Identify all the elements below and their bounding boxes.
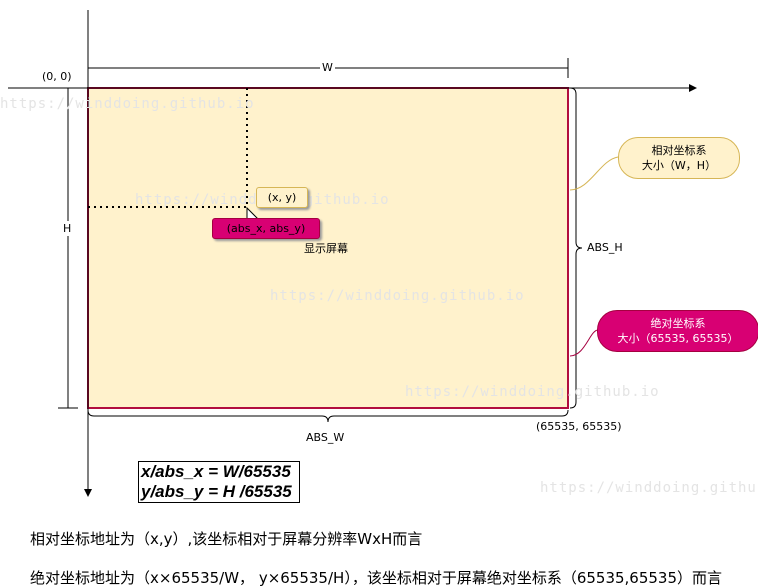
formula-box: x/abs_x = W/65535 y/abs_y = H /65535 — [138, 461, 300, 503]
watermark-4: https://winddoing.github.io — [405, 384, 660, 400]
formula-y: y/abs_y = H /65535 — [141, 482, 292, 501]
absolute-callout-connector — [569, 329, 599, 357]
abs-w-brace — [87, 409, 569, 423]
formula-x: x/abs_x = W/65535 — [141, 462, 291, 481]
point-badge: (x, y) — [256, 187, 308, 208]
absolute-callout: 绝对坐标系 大小（65535, 65535） — [597, 310, 758, 352]
relative-description: 相对坐标地址为（x,y）,该坐标相对于屏幕分辨率WxH而言 — [30, 530, 423, 548]
origin-label: (0, 0) — [42, 70, 72, 83]
absolute-description: 绝对坐标地址为（x×65535/W， y×65535/H），该坐标相对于屏幕绝对… — [30, 569, 723, 587]
coordinate-guides — [88, 88, 248, 208]
watermark-5: https://winddoing.github.io — [540, 480, 758, 496]
watermark-3: https://winddoing.github.io — [270, 288, 525, 304]
corner-label: (65535, 65535) — [536, 420, 622, 433]
abs-point-label: (abs_x, abs_y) — [226, 222, 306, 235]
screen-label: 显示屏幕 — [304, 242, 348, 255]
absolute-callout-size: 大小（65535, 65535） — [617, 332, 739, 345]
abs-h-brace — [569, 87, 583, 409]
abs-point-badge: (abs_x, abs_y) — [212, 218, 320, 239]
watermark-1: https://winddoing.github.io — [0, 96, 255, 112]
screen-rect — [87, 87, 569, 409]
w-label: W — [320, 61, 335, 74]
abs-w-label: ABS_W — [306, 431, 345, 444]
relative-callout: 相对坐标系 大小（W，H） — [618, 137, 740, 179]
h-dimension — [58, 88, 78, 409]
absolute-callout-title: 绝对坐标系 — [650, 317, 706, 330]
relative-callout-size: 大小（W，H） — [641, 159, 717, 172]
h-label: H — [63, 221, 72, 236]
relative-callout-connector — [569, 156, 619, 191]
relative-callout-title: 相对坐标系 — [651, 144, 707, 157]
point-label: (x, y) — [267, 191, 297, 204]
abs-h-label: ABS_H — [587, 241, 623, 254]
